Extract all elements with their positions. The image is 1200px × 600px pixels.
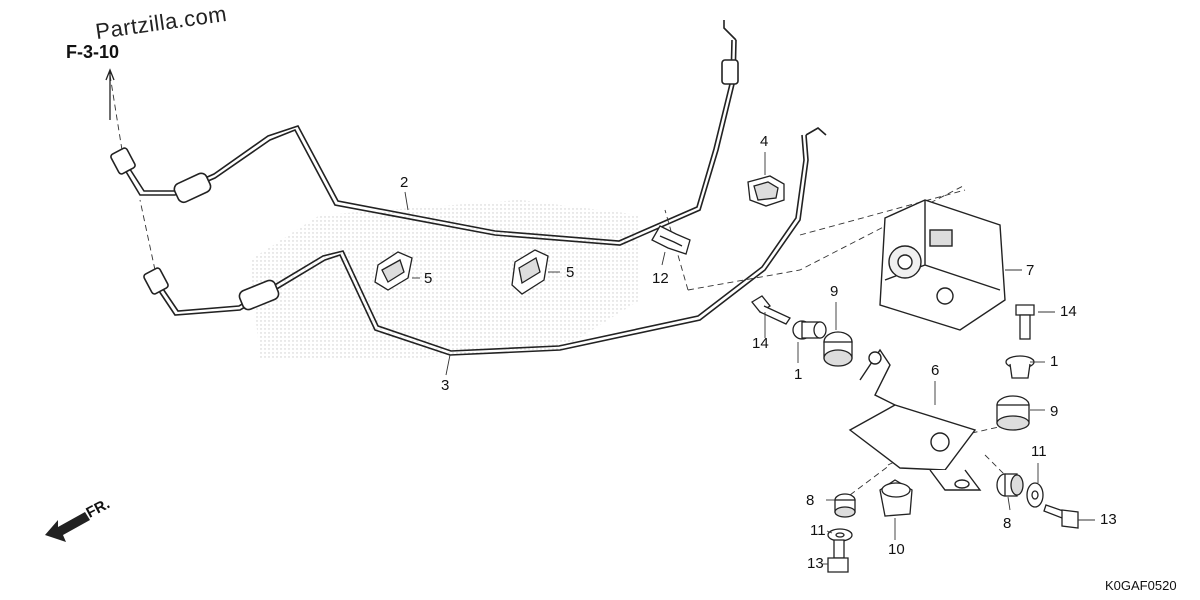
callout-14b: 14 [1060, 303, 1077, 320]
callout-1b: 1 [1050, 353, 1059, 370]
callout-13a: 13 [807, 555, 824, 572]
callout-4: 4 [760, 133, 769, 150]
pipe-clamp-5a [374, 251, 413, 291]
pipe-clamp-4 [747, 175, 785, 207]
callout-7: 7 [1026, 262, 1035, 279]
grommet-8b [996, 473, 1024, 497]
collar-1b [1005, 355, 1035, 379]
front-direction-arrow [45, 512, 90, 542]
pipe-clamp-12 [651, 225, 691, 255]
callout-1a: 1 [794, 366, 803, 383]
grommet-8a [834, 493, 856, 518]
callout-9a: 9 [830, 283, 839, 300]
bracket-6 [848, 348, 982, 491]
callout-5a: 5 [424, 270, 433, 287]
callout-11a: 11 [810, 522, 826, 539]
brake-pipe-2 [110, 20, 739, 246]
collar-1a [792, 320, 827, 340]
callout-14a: 14 [752, 335, 769, 352]
background-watermark-shading [250, 200, 640, 360]
reference-arrow [105, 68, 115, 120]
bolt-13b [1043, 504, 1079, 529]
washer-11a [827, 528, 853, 542]
callout-12: 12 [652, 270, 669, 287]
rubber-mount-10 [879, 479, 913, 517]
callout-8a: 8 [806, 492, 815, 509]
callout-5b: 5 [566, 264, 575, 281]
callout-13b: 13 [1100, 511, 1117, 528]
rubber-mount-9a [823, 331, 853, 367]
pipe-clamp-5b [511, 249, 549, 295]
rubber-mount-9b [996, 395, 1030, 431]
callout-leaders [404, 152, 1095, 565]
callout-2: 2 [400, 174, 409, 191]
brake-pipe-3 [143, 127, 827, 356]
callout-3: 3 [441, 377, 450, 394]
callout-11b: 11 [1031, 443, 1047, 460]
bolt-14b [1015, 304, 1035, 340]
washer-11b [1026, 482, 1044, 508]
diagram-code: K0GAF0520 [1105, 578, 1177, 593]
callout-8b: 8 [1003, 515, 1012, 532]
callout-9b: 9 [1050, 403, 1059, 420]
callout-10: 10 [888, 541, 905, 558]
bolt-13a [827, 539, 849, 573]
callout-6: 6 [931, 362, 940, 379]
abs-modulator-7 [879, 199, 1006, 331]
reference-label: F-3-10 [66, 42, 120, 62]
bolt-14a [751, 295, 791, 325]
